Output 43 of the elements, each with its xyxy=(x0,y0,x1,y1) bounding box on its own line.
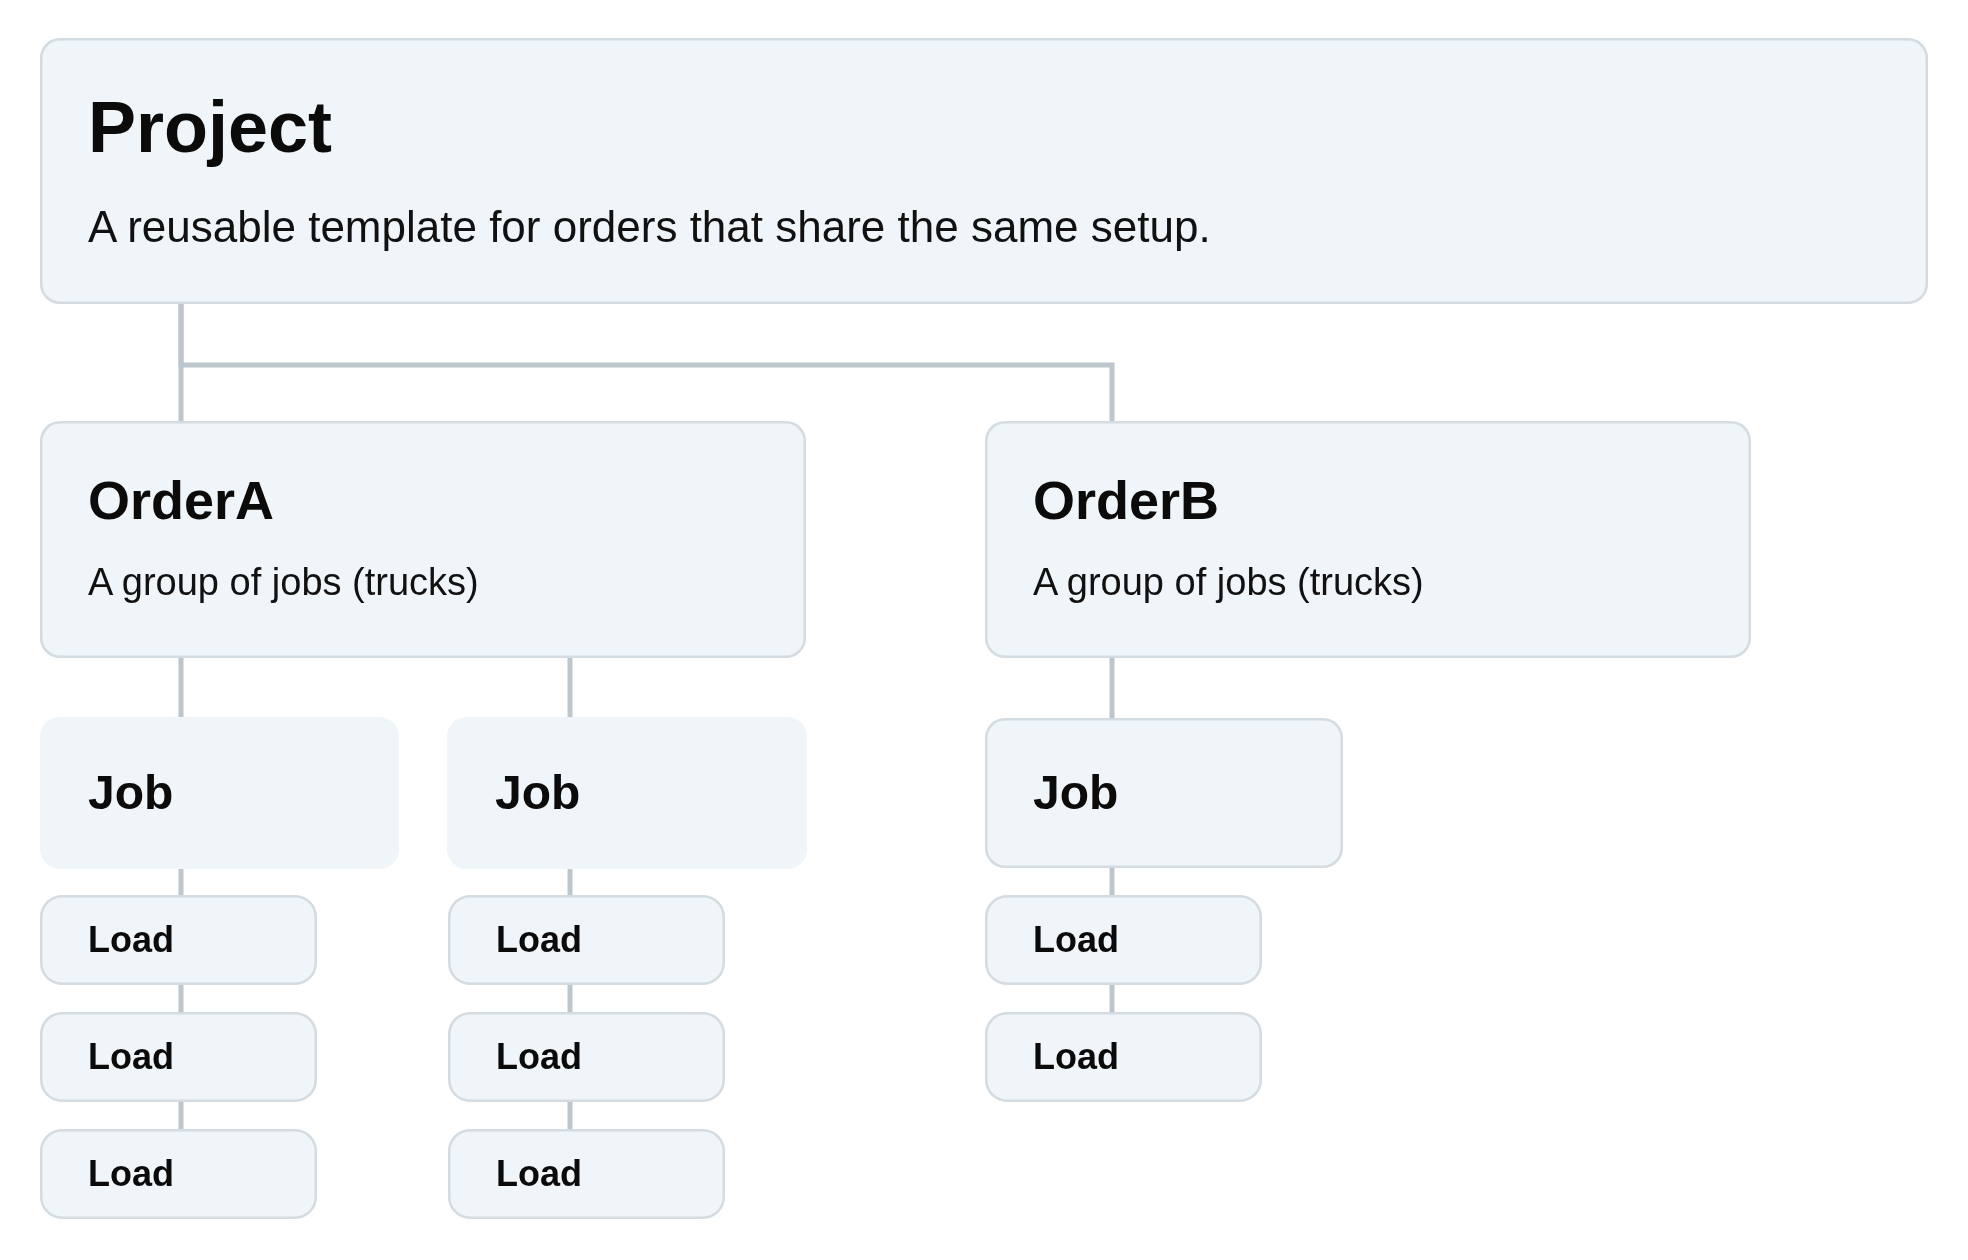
connector-line xyxy=(178,658,184,717)
connector-line xyxy=(567,658,573,717)
node-title: Load xyxy=(496,1035,582,1079)
node-title: Load xyxy=(496,1152,582,1196)
node-title: Load xyxy=(88,918,174,962)
node-description: A group of jobs (trucks) xyxy=(88,559,479,605)
connector-line xyxy=(1109,658,1115,718)
connector-line xyxy=(567,1102,573,1129)
node-description: A group of jobs (trucks) xyxy=(1033,559,1424,605)
node-box xyxy=(40,1129,317,1219)
node-title: Job xyxy=(1033,765,1119,822)
node-box xyxy=(40,38,1928,304)
connector-line xyxy=(1109,985,1115,1012)
node-box xyxy=(985,1012,1262,1102)
node-title: Project xyxy=(88,86,333,169)
node-title: Load xyxy=(88,1035,174,1079)
node-box xyxy=(40,895,317,985)
connector-line xyxy=(1109,868,1115,895)
connector-line xyxy=(567,985,573,1012)
node-box xyxy=(448,895,725,985)
node-title: Load xyxy=(1033,1035,1119,1079)
node-box xyxy=(447,717,807,869)
node-box xyxy=(448,1129,725,1219)
connector-line xyxy=(178,869,184,895)
node-box xyxy=(985,718,1343,868)
connector-line xyxy=(567,869,573,895)
node-title: Load xyxy=(1033,918,1119,962)
node-title: Job xyxy=(88,765,174,822)
connector-line xyxy=(178,304,1115,421)
node-box xyxy=(985,421,1751,658)
connector-line xyxy=(178,1102,184,1129)
node-title: Load xyxy=(88,1152,174,1196)
node-box xyxy=(40,717,399,869)
node-box xyxy=(40,421,806,658)
connector-line xyxy=(178,985,184,1012)
node-title: OrderA xyxy=(88,469,275,532)
node-box xyxy=(40,1012,317,1102)
node-title: OrderB xyxy=(1033,469,1220,532)
node-title: Load xyxy=(496,918,582,962)
node-box xyxy=(448,1012,725,1102)
node-description: A reusable template for orders that share the same setup. xyxy=(88,201,1211,254)
node-title: Job xyxy=(495,765,581,822)
node-box xyxy=(985,895,1262,985)
